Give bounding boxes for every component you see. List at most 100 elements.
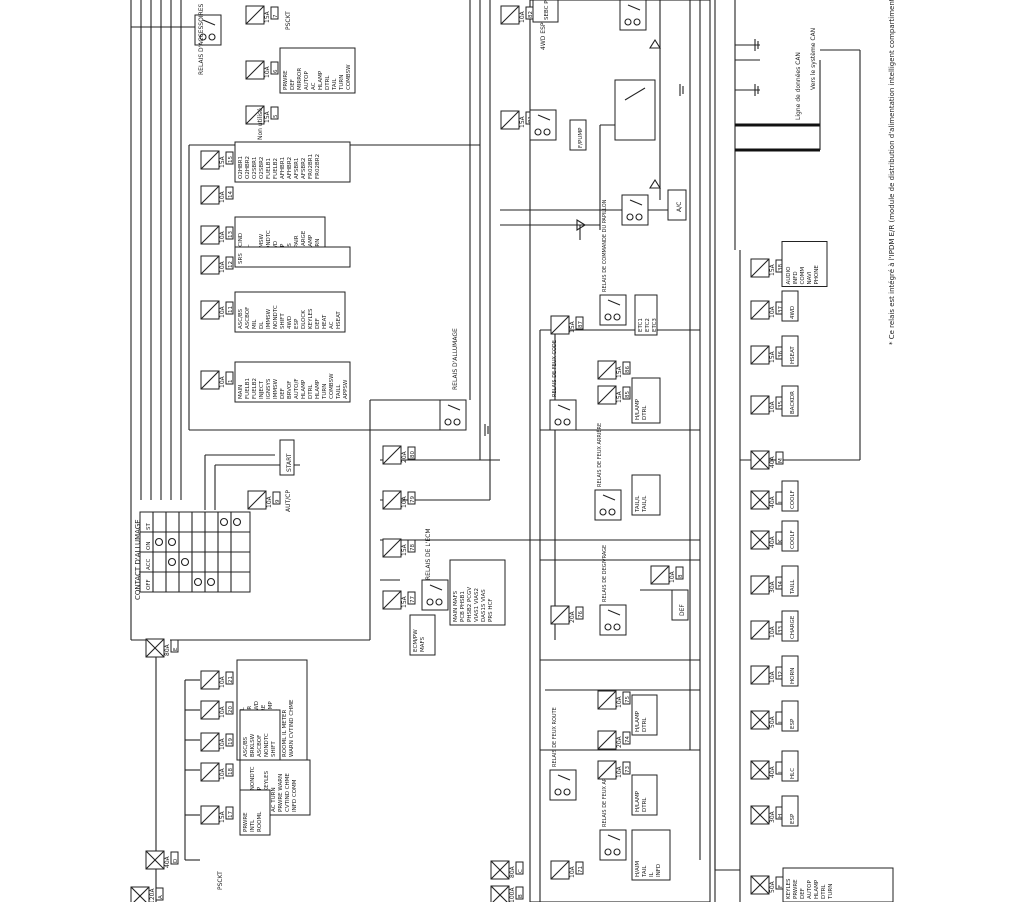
ipdm-fuse-3-rating: 20A: [569, 610, 576, 623]
mid-fuse-1-diag: [382, 490, 402, 510]
col1-load-0-text-10: FR02BR1: [308, 154, 314, 179]
rtop-relay-0: [529, 109, 557, 141]
left-fuse-3-rating: 10A: [219, 737, 226, 750]
ipdm-fuse-1-rating: 15A: [616, 365, 623, 378]
col1-load-4-text-7: 4WD: [287, 316, 293, 329]
bottom-fuse-9-diag: [750, 665, 770, 685]
bottom-fuse-7-num: 34: [778, 581, 784, 588]
col1-load-5-text-15: APPSW: [343, 379, 349, 399]
left-fuse-6-numbox: [170, 851, 179, 865]
ign-relay-coil1: [444, 418, 452, 426]
mid-fuse-0-num: 80: [410, 451, 416, 458]
ipdm-fuse-1-numbox: [622, 361, 631, 375]
bottom-fuse-8-rating: 10A: [769, 625, 776, 638]
left-fuse-0-num: E: [173, 647, 179, 651]
ipdm-fuse-7-num: 71: [578, 866, 584, 873]
ipdm-fuse-1-num: 86: [625, 366, 631, 373]
col1-fuse-2-rating: 10A: [219, 230, 226, 243]
col1-load-2-text-8: IMPAIR: [294, 235, 300, 254]
ipdm-fuse-6-numbox: [622, 761, 631, 775]
bottom-left-fuse-rating: 80A: [509, 865, 516, 878]
bottom-load-8-box: [781, 610, 799, 642]
ipdm-load-2-box: [631, 474, 661, 516]
top-load-list-text-5: HLAMP: [318, 70, 324, 90]
col1-load-2-text-10: HLAMP: [308, 234, 314, 254]
rtop-text-0: SEBC POWE: [544, 0, 550, 20]
ign-relay-coil2: [453, 418, 461, 426]
bottom-load-0-box: [781, 241, 828, 287]
rtop-fuse-0-rating: 10A: [519, 10, 526, 23]
col1-load-5-text-4: IGNSYS: [266, 378, 272, 399]
bottom-left-fuse-numbox: [515, 861, 524, 875]
ign-pos-off: OFF: [146, 579, 152, 590]
bottom-left-fuse2-num: B: [518, 894, 524, 898]
col1-load-5-text-9: HLAMP: [301, 379, 307, 399]
ign-contact-6: [219, 517, 229, 527]
left-load-2-text-7: INFD COMM: [292, 779, 298, 812]
bottom-load-0-text-2: COMM: [800, 267, 806, 285]
acc-relay-contact: [202, 19, 216, 26]
acc-relay-coil2: [208, 33, 216, 41]
bottom-fuse-6-rating: 40A: [769, 535, 776, 548]
col1-fuse-1-num: 14: [228, 191, 234, 198]
ipdm-load-6-text-1: TAIL: [642, 865, 648, 878]
ipdm-relay-label-5: RELAIS DE FEUX ARRIÈRE: [600, 763, 608, 827]
ipdm-load-4-text-1: DTRL: [642, 717, 648, 732]
bottom-load-12-text: ESP: [790, 813, 796, 824]
col1-fuse-1-rating: 10A: [219, 190, 226, 203]
bottom-fuse-7-diag: [750, 575, 770, 595]
bottom-fuse-2-diag: [750, 345, 770, 365]
mid-fuse-3-numbox: [407, 591, 416, 605]
rtop-relay-1-coil2: [635, 213, 643, 221]
ign-relay-contact: [447, 404, 461, 411]
top-fuse-2-numbox: [270, 106, 279, 120]
bottom-load-2-text: HSEAT: [790, 346, 796, 364]
col1-load-0-text-3: O2SBR2: [259, 157, 265, 179]
bottom-fuse-10-rating: 50A: [769, 715, 776, 728]
top-fuse-2-diag: [245, 105, 265, 125]
start-fuse-diag: [247, 490, 267, 510]
left-load-1-text-1: BRKLSW: [250, 733, 256, 757]
col1-fuse-5-numbox: [225, 371, 234, 385]
ipdm-relay-3-coil2: [613, 623, 621, 631]
ipdm-relay-4-contact: [557, 774, 571, 781]
ipdm-fuse-0-diag: [550, 315, 570, 335]
ipdm-relay-label-3: RELAIS DE DEGIVRAGE: [602, 545, 608, 602]
ecm-relay-label: RELAIS DE L'ECM: [425, 529, 432, 581]
bottom-load-0-text-0: AUDIO: [786, 266, 792, 285]
ipdm-load-5-text-1: DTRL: [642, 797, 648, 812]
bottom-load-0-text-1: INFD: [793, 271, 799, 284]
ign-pos-st: ST: [146, 523, 152, 530]
bottom-fuse-4-numbox: [775, 451, 784, 465]
ipdm-relay-5-contact: [607, 834, 621, 841]
top-load-list-box: [279, 47, 356, 94]
left-fuse-4-num: 18: [228, 768, 234, 775]
bottom-fuse-5-x2: [750, 490, 770, 510]
ipdm-relay-0-coil1: [604, 313, 612, 321]
ipdm-load-3-box: [671, 589, 689, 621]
bottom-right-load-text-6: TURN: [828, 884, 834, 900]
footnote: * Ce relais est intégré à l'IPDM E/R (mo…: [888, 0, 896, 345]
left-fuse-7-rating: 120A: [149, 888, 156, 902]
ipdm-fuse-5-num: 74: [625, 736, 631, 743]
col1-load-4-text-4: IMMSW: [266, 308, 272, 329]
bottom-load-7-text: TAILL: [790, 579, 796, 595]
ipdm-fuse-2-rating: 15A: [616, 390, 623, 403]
ipdm-fuse-0-numbox: [575, 316, 584, 330]
top-fuse-0-rating: 15A: [264, 10, 271, 23]
bottom-right-load-text-5: DTRL: [821, 884, 827, 899]
left-fuse-1-num: 21: [228, 676, 234, 683]
diagram-title: CONTACT D'ALLUMAGE: [134, 519, 142, 600]
ipdm-fuse-8-numbox: [675, 566, 684, 580]
col1-load-4-text-8: ESP: [294, 318, 300, 329]
mid-load-0-text-4: DAS1S VIAS: [481, 589, 487, 622]
ipdm-fuse-5-numbox: [622, 731, 631, 745]
ipdm-fuse-0-num: 87: [578, 321, 584, 328]
ipdm-load-0-text-2: ETC3: [652, 318, 658, 332]
col1-fuse-1-numbox: [225, 186, 234, 200]
ign-contact-5: [206, 577, 216, 587]
mid-load-1-text-1: MAFS: [420, 636, 426, 652]
col1-load-0-text-4: FUELB1: [266, 158, 272, 179]
bottom-fuse-10-num: J: [778, 721, 784, 724]
